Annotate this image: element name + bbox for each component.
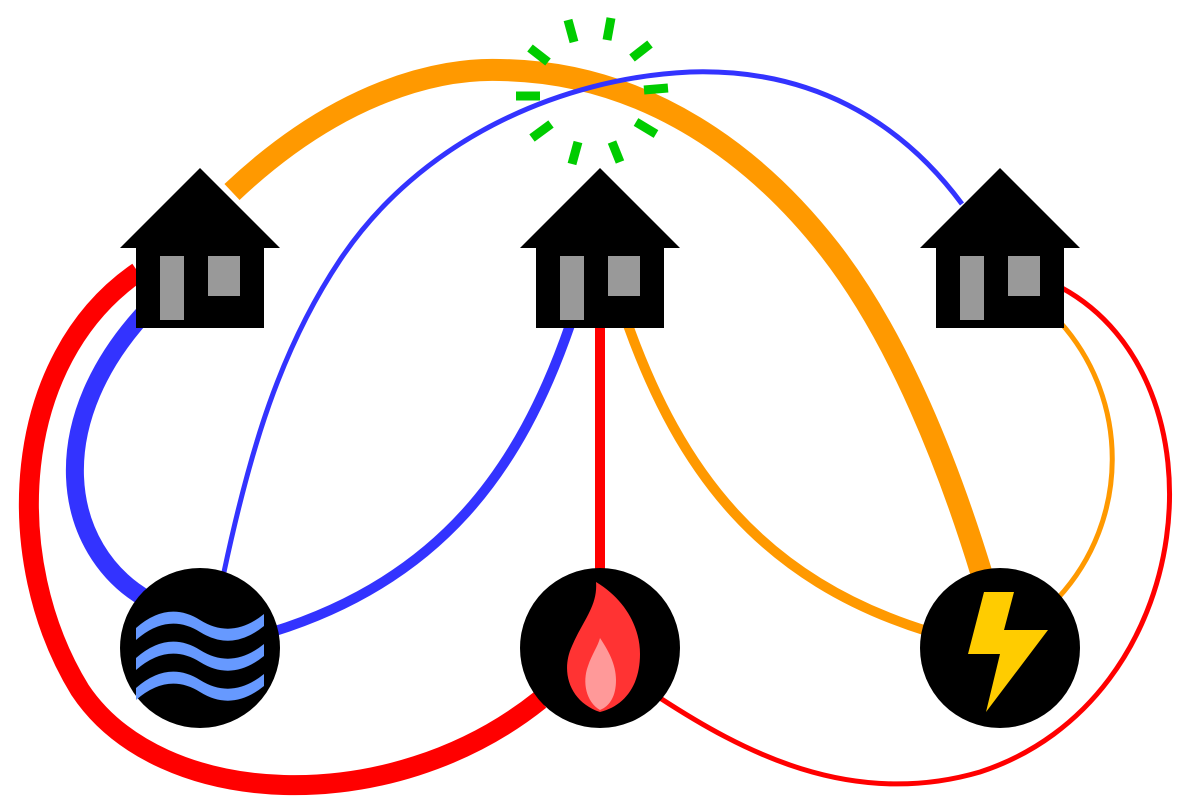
connection-house-1-water	[66, 298, 159, 608]
flame-icon	[567, 582, 640, 712]
connection-house-3-electricity	[1056, 320, 1115, 600]
connection-house-3-gas	[658, 285, 1173, 787]
connection-house-1-gas	[18, 263, 547, 795]
connections-layer	[18, 58, 1173, 795]
connection-house-2-electricity	[623, 323, 932, 637]
utility-electricity	[920, 568, 1080, 728]
houses-layer	[120, 168, 1080, 328]
connection-house-2-water	[270, 323, 575, 637]
house-icon	[920, 168, 1080, 328]
utility-gas	[520, 568, 680, 728]
house-icon	[520, 168, 680, 328]
water-waves-icon	[136, 611, 264, 701]
crossing-burst-icon	[516, 17, 669, 166]
connection-house-3-water	[221, 69, 965, 573]
lightning-bolt-icon	[968, 592, 1048, 712]
house-icon	[120, 168, 280, 328]
utilities-layer	[120, 568, 1080, 728]
utility-water	[120, 568, 280, 728]
connection-house-1-electricity	[224, 58, 993, 579]
flame-inner-icon	[585, 638, 616, 710]
